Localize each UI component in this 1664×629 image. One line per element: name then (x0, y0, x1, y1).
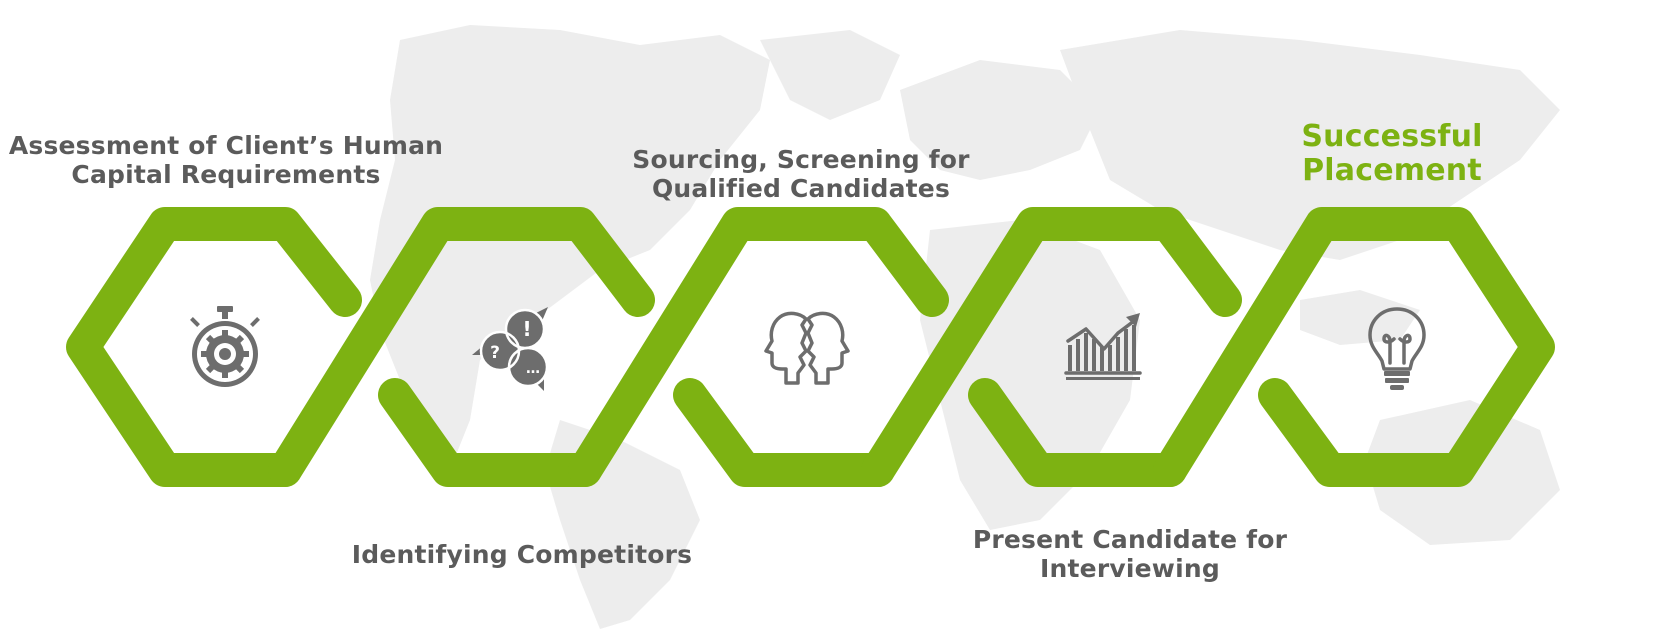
step-label-line: Identifying Competitors (351, 540, 693, 569)
step-label-line: Assessment of Client’s Human (8, 131, 444, 160)
hexagon-segment-3 (673, 378, 895, 487)
svg-text:…: … (526, 361, 540, 377)
hexagon-connector-2 (568, 207, 949, 487)
growth-chart-icon (1064, 313, 1142, 380)
hexagon-connector-3 (861, 207, 1242, 487)
hexagon-segment-2 (378, 378, 602, 487)
step-label-line: Placement (1302, 153, 1482, 188)
step-label-line: Sourcing, Screening for (632, 145, 970, 174)
lightbulb-icon (1368, 307, 1426, 390)
step-label-line: Interviewing (1040, 554, 1220, 583)
step-label-line: Present Candidate for (972, 525, 1288, 554)
hexagon-segment-1 (66, 207, 362, 487)
step-label-successful-placement: Successful Placement (1272, 120, 1512, 188)
step-label-identifying-competitors: Identifying Competitors (322, 540, 722, 569)
speech-bubbles-venn-icon: ! ? … (472, 307, 549, 391)
hexagon-connector-1 (268, 207, 655, 487)
step-label-sourcing-screening: Sourcing, Screening for Qualified Candid… (604, 145, 998, 203)
step-label-line: Capital Requirements (71, 160, 381, 189)
hexagon-connector-4 (1153, 207, 1555, 487)
step-label-assessment: Assessment of Client’s Human Capital Req… (0, 131, 452, 189)
svg-text:?: ? (490, 343, 500, 363)
hexagon-segment-4 (968, 378, 1187, 487)
step-label-present-candidate: Present Candidate for Interviewing (950, 525, 1310, 583)
step-label-line: Qualified Candidates (651, 174, 951, 203)
step-label-line: Successful (1301, 119, 1483, 154)
two-heads-icon (764, 311, 850, 385)
stopwatch-gear-icon (190, 306, 260, 387)
svg-text:!: ! (522, 317, 531, 341)
